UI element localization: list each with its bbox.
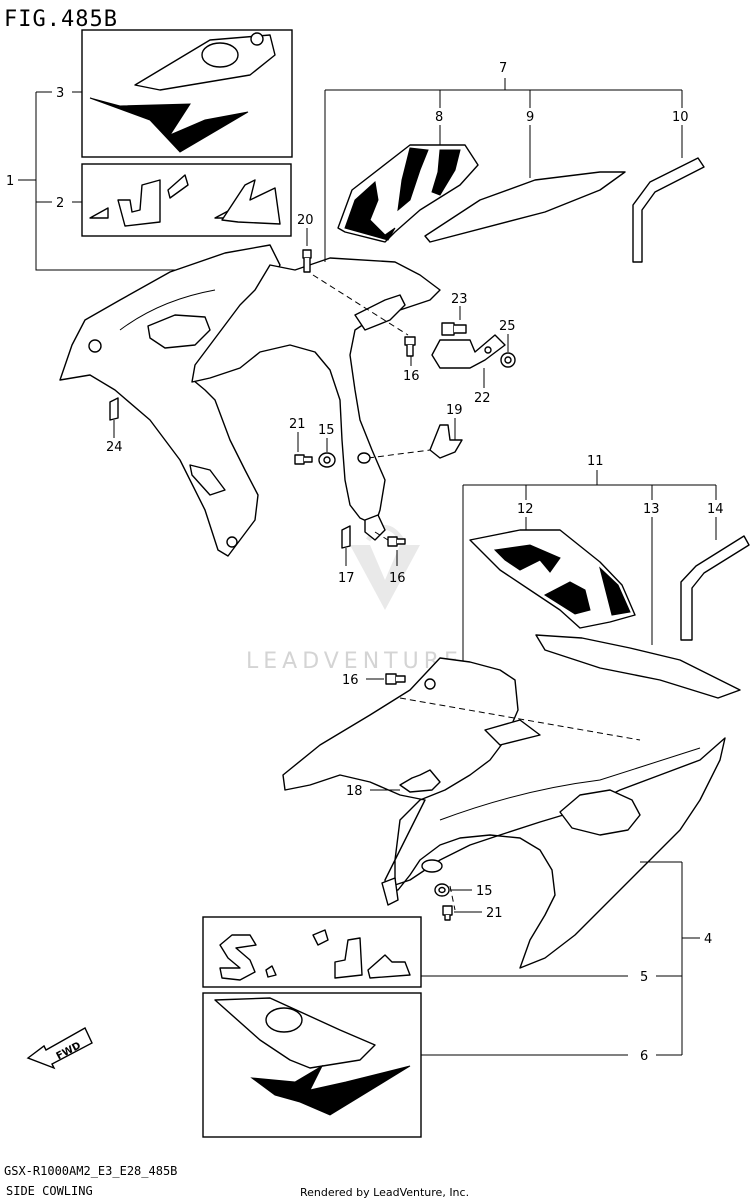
- callout-24: 24: [106, 440, 123, 455]
- callout-16a: 16: [403, 369, 420, 384]
- callout-3: 3: [56, 86, 64, 101]
- forward-arrow-icon: FWD: [26, 1027, 93, 1070]
- label-17: [341, 525, 351, 549]
- dash-19: [367, 449, 431, 459]
- callout-5: 5: [640, 970, 648, 985]
- stripe-13: [535, 634, 741, 699]
- callout-1: 1: [6, 174, 14, 189]
- leader-group-11: [462, 470, 717, 668]
- bolt-16-upper: [404, 336, 416, 357]
- decal-letters-5: [219, 929, 411, 981]
- callout-10: 10: [672, 110, 689, 125]
- leader-group-4: [421, 861, 700, 1056]
- trim-10: [632, 157, 705, 263]
- callout-16c: 16: [342, 673, 359, 688]
- callout-12: 12: [517, 502, 534, 517]
- screw-21-lower: [442, 905, 453, 921]
- bolt-16-lower: [385, 673, 406, 685]
- decal-panel-12: [469, 529, 636, 629]
- callout-21b: 21: [486, 906, 503, 921]
- callout-15b: 15: [476, 884, 493, 899]
- callout-20: 20: [297, 213, 314, 228]
- stripe-9: [424, 171, 626, 243]
- grommet-15-upper: [318, 452, 336, 468]
- callout-2: 2: [56, 196, 64, 211]
- callout-11: 11: [587, 454, 604, 469]
- watermark-text: LEADVENTURE: [246, 649, 463, 674]
- figure-title: FIG.485B: [4, 7, 118, 32]
- screw-20: [302, 249, 312, 273]
- decal-upper-3: [89, 32, 276, 153]
- decal-panel-8: [337, 144, 479, 243]
- callout-21a: 21: [289, 417, 306, 432]
- callout-17: 17: [338, 571, 355, 586]
- model-code: GSX-R1000AM2_E3_E28_485B: [4, 1164, 177, 1178]
- callout-16b: 16: [389, 571, 406, 586]
- decal-lower-6: [214, 997, 411, 1116]
- leader-group-1: [18, 91, 280, 271]
- grommet-15-lower: [434, 883, 450, 897]
- bolt-23: [441, 322, 467, 336]
- bracket-22: [431, 334, 506, 369]
- callout-18: 18: [346, 784, 363, 799]
- decal-letters-2: [89, 174, 281, 227]
- callout-9: 9: [526, 110, 534, 125]
- callout-13: 13: [643, 502, 660, 517]
- callout-4: 4: [704, 932, 712, 947]
- trim-14: [680, 535, 750, 641]
- grommet-mid: [357, 452, 371, 464]
- screw-21-upper: [294, 454, 313, 465]
- callout-23: 23: [451, 292, 468, 307]
- leader-group-7: [324, 78, 683, 262]
- section-name: SIDE COWLING: [6, 1184, 93, 1198]
- bracket-19: [429, 424, 463, 459]
- label-24: [109, 397, 119, 421]
- bracket-18: [399, 769, 441, 793]
- callout-22: 22: [474, 391, 491, 406]
- callout-7: 7: [499, 61, 507, 76]
- dash-16-mid: [374, 531, 389, 541]
- callout-6: 6: [640, 1049, 648, 1064]
- callout-8: 8: [435, 110, 443, 125]
- upper-side-cowling: [59, 244, 441, 557]
- callout-14: 14: [707, 502, 724, 517]
- lower-side-cowling: [282, 657, 726, 969]
- dash-lower: [399, 697, 641, 741]
- render-credit: Rendered by LeadVenture, Inc.: [300, 1186, 469, 1199]
- callout-15a: 15: [318, 423, 335, 438]
- bolt-16-mid: [387, 536, 406, 547]
- nut-25: [500, 352, 516, 368]
- dash-upper: [312, 274, 409, 336]
- callout-25: 25: [499, 319, 516, 334]
- watermark-logo: [350, 525, 420, 610]
- callout-19: 19: [446, 403, 463, 418]
